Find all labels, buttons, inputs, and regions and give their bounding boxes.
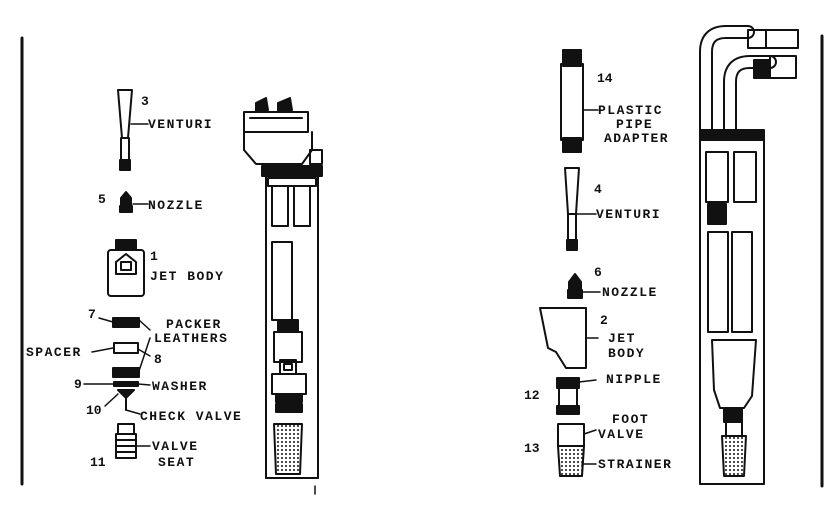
- foot-valve-label-line2: VALVE: [598, 427, 645, 442]
- venturi-3-label: VENTURI: [148, 117, 214, 132]
- nozzle-6-drawing: [567, 273, 583, 299]
- jet-body-1-number: 1: [150, 249, 158, 264]
- pipe-adapter-14-number: 14: [597, 71, 613, 86]
- nozzle-6-label: NOZZLE: [602, 285, 658, 300]
- foot-valve-13-drawing: [557, 423, 585, 447]
- nozzle-5-label: NOZZLE: [148, 198, 204, 213]
- jet-body-1-drawing: [107, 239, 145, 297]
- check-valve-10-number: 10: [86, 403, 102, 418]
- right-leader-lines: [576, 109, 601, 465]
- packer-leather-8-drawing: [112, 367, 140, 378]
- foot-valve-label-line1: FOOT: [612, 412, 650, 427]
- valve-seat-label-line2: SEAT: [158, 455, 196, 470]
- foot-valve-13-number: 13: [524, 441, 540, 456]
- packer-7-number: 7: [88, 307, 96, 322]
- jet-body-2-label-line2: BODY: [608, 346, 646, 361]
- packer-leather-7-drawing: [112, 317, 140, 328]
- left-leader-lines: [83, 123, 151, 447]
- jet-body-2-label-line1: JET: [608, 331, 636, 346]
- packer-label-line2: LEATHERS: [154, 331, 229, 346]
- washer-drawing: [113, 381, 139, 387]
- jet-body-2-drawing: [539, 307, 587, 369]
- jet-body-1-label: JET BODY: [150, 269, 225, 284]
- right-pump-assembly: [699, 25, 799, 485]
- nozzle-5-drawing: [119, 191, 133, 213]
- jet-body-2-number: 2: [600, 313, 608, 328]
- nipple-label: NIPPLE: [606, 372, 662, 387]
- venturi-4-label: VENTURI: [596, 207, 662, 222]
- venturi-3-drawing: [117, 89, 133, 171]
- left-pump-assembly: [243, 97, 323, 479]
- washer-9-number: 9: [74, 377, 82, 392]
- check-valve-drawing: [117, 389, 135, 411]
- spacer-label: SPACER: [26, 345, 82, 360]
- washer-label: WASHER: [152, 379, 208, 394]
- pipe-adapter-label-line2: PIPE: [616, 117, 654, 132]
- pipe-adapter-label-line3: ADAPTER: [604, 131, 670, 146]
- venturi-4-drawing: [564, 167, 580, 251]
- valve-seat-11-number: 11: [90, 455, 106, 470]
- nozzle-6-number: 6: [594, 265, 602, 280]
- nipple-12-number: 12: [524, 388, 540, 403]
- nipple-12-drawing: [556, 377, 580, 415]
- packer-label-line1: PACKER: [166, 317, 222, 332]
- strainer-label: STRAINER: [598, 457, 673, 472]
- valve-seat-label-line1: VALVE: [152, 439, 199, 454]
- packer-8-number: 8: [154, 352, 162, 367]
- pipe-adapter-label-line1: PLASTIC: [598, 103, 664, 118]
- pipe-adapter-14-drawing: [560, 49, 584, 153]
- valve-seat-drawing: [115, 423, 137, 459]
- nozzle-5-number: 5: [98, 192, 106, 207]
- check-valve-label: CHECK VALVE: [140, 409, 243, 424]
- spacer-drawing: [113, 342, 139, 354]
- strainer-drawing: [557, 445, 585, 477]
- venturi-3-number: 3: [141, 94, 149, 109]
- venturi-4-number: 4: [594, 182, 602, 197]
